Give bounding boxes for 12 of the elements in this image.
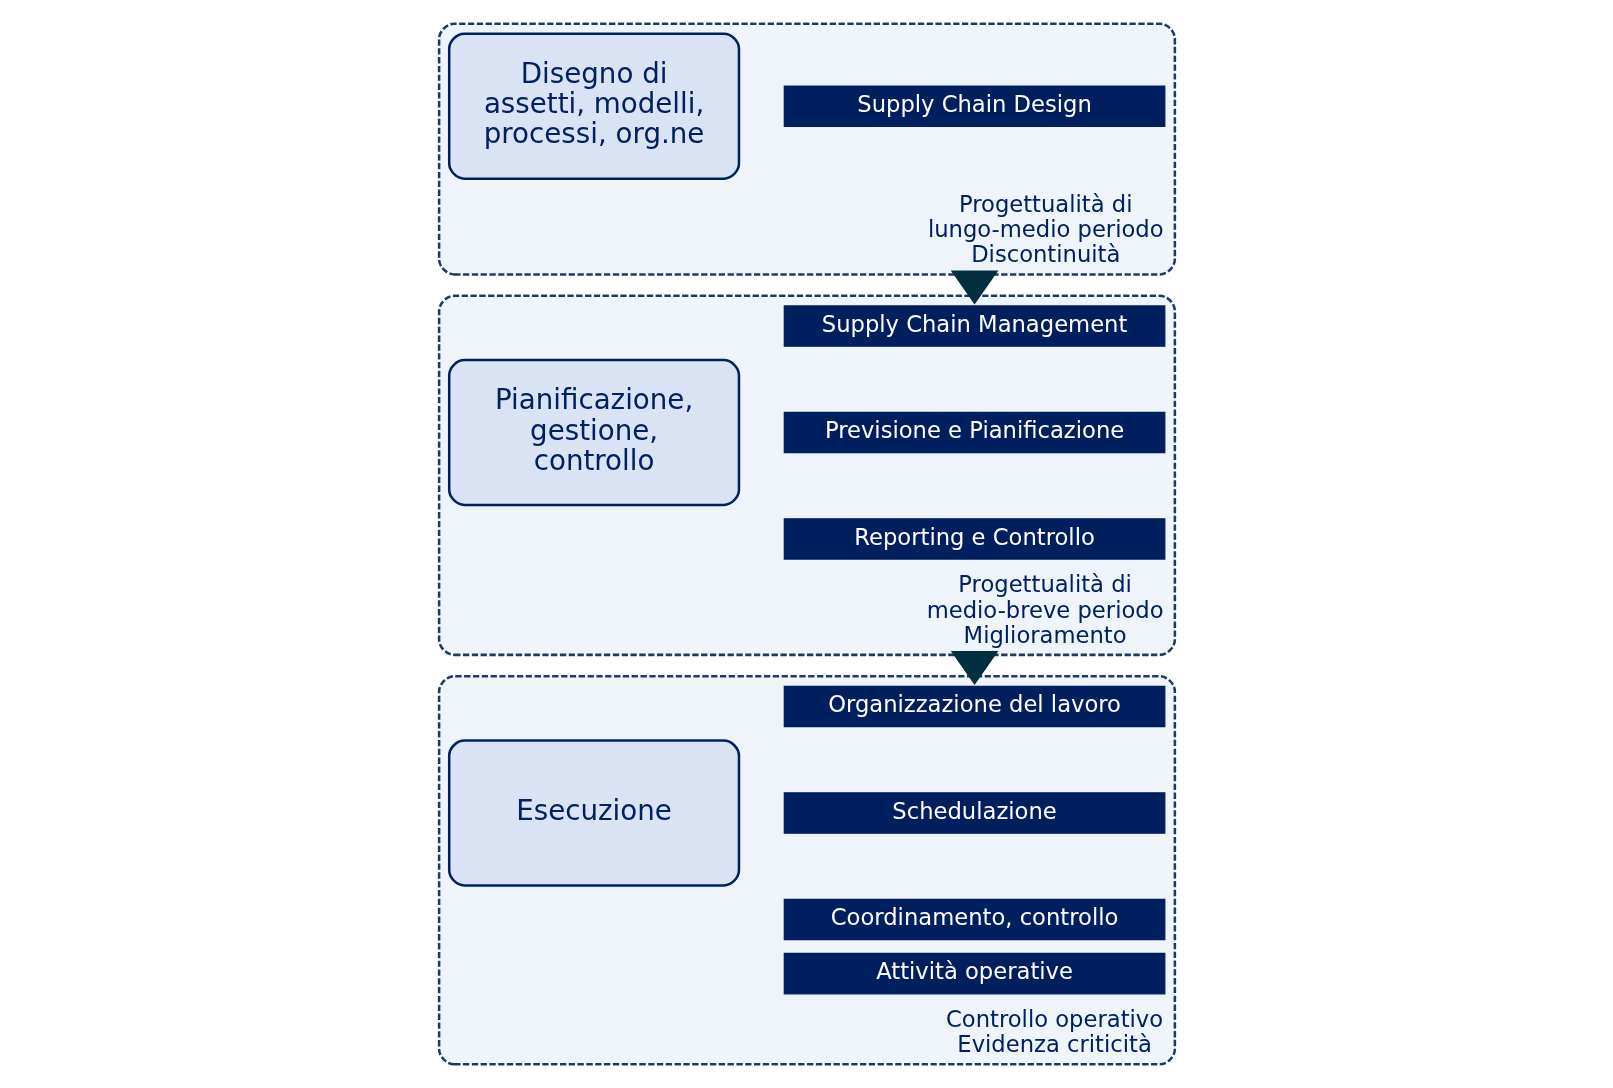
node-box: Pianificazione, gestione, controllo <box>447 358 740 507</box>
arrow <box>950 270 998 305</box>
node-box: Previsione e Pianificazione <box>783 411 1165 454</box>
node-box: Attività operative <box>783 952 1165 995</box>
node-box: Schedulazione <box>783 792 1165 834</box>
node-box: Supply Chain Management <box>783 305 1165 347</box>
node-box: Disegno di assetti, modelli, processi, org.ne <box>447 32 740 180</box>
node-box: Esecuzione <box>447 739 740 887</box>
node-box: Supply Chain Design <box>783 85 1165 127</box>
node-box: Organizzazione del lavoro <box>783 685 1165 728</box>
node-box: Coordinamento, controllo <box>783 898 1165 941</box>
node-box: Reporting e Controllo <box>783 518 1165 560</box>
